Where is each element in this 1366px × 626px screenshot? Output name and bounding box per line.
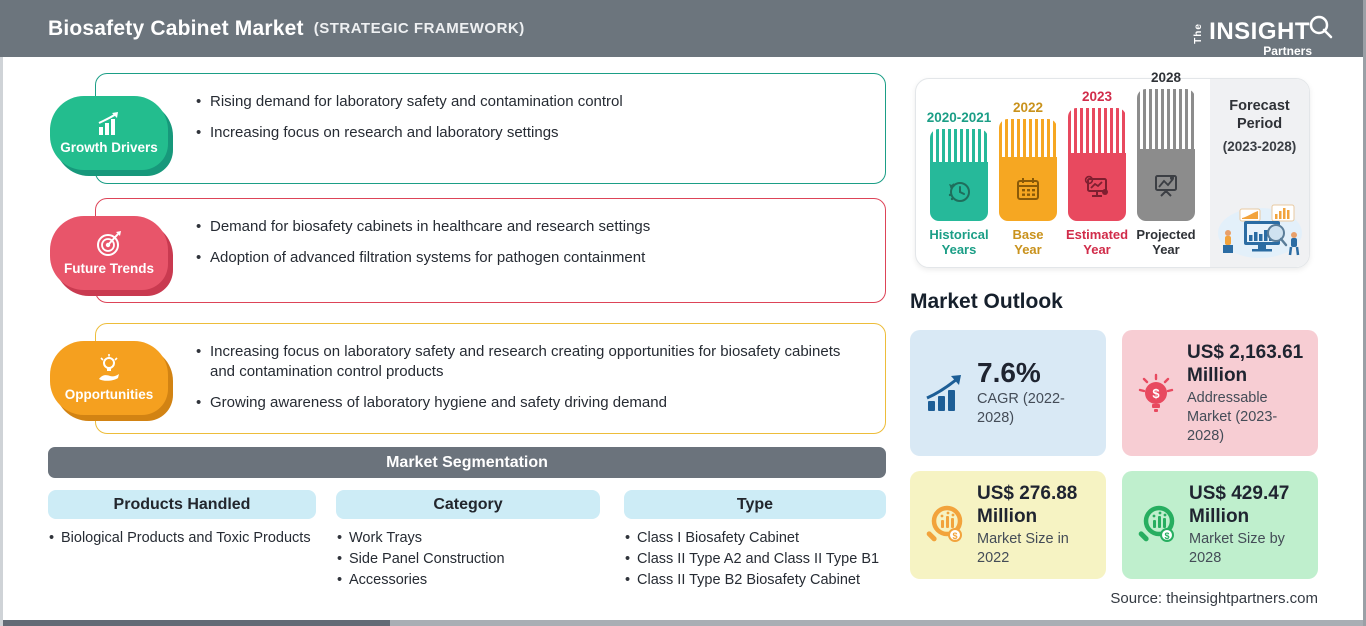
bullet-item: Increasing focus on laboratory safety an…	[196, 342, 861, 382]
bottom-border	[0, 620, 1366, 626]
future-trends-badge: Future Trends	[50, 216, 168, 290]
badge-label: Growth Drivers	[60, 140, 158, 155]
future-trends-box: Demand for biosafety cabinets in healthc…	[95, 198, 886, 303]
bullet-item: Demand for biosafety cabinets in healthc…	[196, 217, 861, 237]
cagr-value: 7.6%	[977, 357, 1041, 388]
page-subtitle: (STRATEGIC FRAMEWORK)	[313, 20, 525, 37]
bar-name-label: Estimated Year	[1065, 227, 1129, 257]
segmentation-column-type: Type Class I Biosafety Cabinet Class II …	[624, 490, 886, 591]
list-item: Biological Products and Toxic Products	[48, 528, 316, 549]
bar-year-label: 2023	[1081, 89, 1113, 104]
magnifier-chart-green-icon: $	[1134, 502, 1180, 548]
bullet-item: Rising demand for laboratory safety and …	[196, 92, 861, 112]
segmentation-column-category: Category Work Trays Side Panel Construct…	[336, 490, 600, 591]
timeline-bar-historical: 2020-2021 Historical Years	[926, 110, 992, 259]
timeline-bar-base: 2022 Base Year	[998, 100, 1058, 259]
svg-text:$: $	[1164, 531, 1169, 541]
header-bar: Biosafety Cabinet Market (STRATEGIC FRAM…	[0, 0, 1366, 58]
bullet-item: Increasing focus on research and laborat…	[196, 123, 861, 143]
list-item: Work Trays	[336, 528, 600, 549]
svg-text:$: $	[1152, 386, 1160, 401]
page-title: Biosafety Cabinet Market	[48, 16, 304, 40]
analytics-illustration	[1214, 197, 1306, 259]
timeline-bar-estimated: 2023 Estimated Year	[1065, 89, 1129, 259]
market-size-2028-card: $ US$ 429.47 Million Market Size by 2028	[1122, 471, 1318, 579]
forecast-range: (2023-2028)	[1222, 139, 1297, 154]
size-2028-value: US$ 429.47 Million	[1189, 483, 1290, 527]
bar-name-label: Base Year	[1012, 227, 1044, 257]
column-header: Products Handled	[48, 490, 316, 519]
bulb-hand-icon	[94, 354, 124, 384]
column-header: Type	[624, 490, 886, 519]
opportunities-badge: Opportunities	[50, 341, 168, 415]
opportunities-box: Increasing focus on laboratory safety an…	[95, 323, 886, 434]
cagr-growth-icon	[922, 371, 968, 415]
badge-label: Opportunities	[64, 387, 154, 402]
segmentation-column-products-handled: Products Handled Biological Products and…	[48, 490, 316, 591]
brand-logo: The INSIGHT Partners	[1188, 14, 1336, 58]
left-border	[0, 57, 3, 626]
bulb-dollar-icon: $	[1134, 369, 1178, 417]
growth-drivers-box: Rising demand for laboratory safety and …	[95, 73, 886, 184]
bar-name-label: Projected Year	[1136, 227, 1196, 257]
cagr-card: 7.6% CAGR (2022-2028)	[910, 330, 1106, 456]
size-2022-desc: Market Size in 2022	[977, 531, 1069, 566]
logo-the: The	[1193, 22, 1205, 44]
growth-chart-icon	[94, 111, 124, 137]
segmentation-columns: Products Handled Biological Products and…	[48, 490, 886, 591]
estimate-monitor-icon	[1082, 173, 1112, 201]
bullet-item: Growing awareness of laboratory hygiene …	[196, 393, 861, 413]
list-item: Side Panel Construction	[336, 549, 600, 570]
addressable-desc: Addressable Market (2023-2028)	[1187, 389, 1278, 444]
calendar-icon	[1014, 175, 1042, 203]
segmentation-title-bar: Market Segmentation	[48, 447, 886, 478]
bar-name-label: Historical Years	[929, 227, 989, 257]
logo-insight: INSIGHT	[1209, 17, 1310, 45]
addressable-value: US$ 2,163.61 Million	[1187, 341, 1304, 386]
list-item: Accessories	[336, 570, 600, 591]
forecast-period-panel: Forecast Period (2023-2028)	[1210, 79, 1309, 267]
badge-label: Future Trends	[63, 261, 154, 276]
bullet-item: Adoption of advanced filtration systems …	[196, 248, 861, 268]
timeline-panel: 2020-2021 Historical Years 2022 Base Yea…	[915, 70, 1310, 268]
column-header: Category	[336, 490, 600, 519]
market-outlook-title: Market Outlook	[910, 290, 1063, 313]
list-item: Class II Type B2 Biosafety Cabinet	[624, 570, 886, 591]
addressable-market-card: $ US$ 2,163.61 Million Addressable Marke…	[1122, 330, 1318, 456]
forecast-title: Forecast Period	[1229, 98, 1290, 132]
bar-year-label: 2022	[1012, 100, 1044, 115]
bar-year-label: 2028	[1150, 70, 1182, 85]
logo-partners: Partners	[1263, 43, 1312, 58]
cagr-desc: CAGR (2022-2028)	[977, 391, 1065, 426]
market-size-2022-card: $ US$ 276.88 Million Market Size in 2022	[910, 471, 1106, 579]
magnifier-icon	[1308, 14, 1334, 40]
list-item: Class II Type A2 and Class II Type B1	[624, 549, 886, 570]
size-2022-value: US$ 276.88 Million	[977, 483, 1078, 527]
svg-text:$: $	[952, 531, 957, 541]
timeline-bars: 2020-2021 Historical Years 2022 Base Yea…	[916, 70, 1202, 267]
magnifier-chart-orange-icon: $	[922, 502, 968, 548]
segmentation-title: Market Segmentation	[386, 453, 548, 471]
target-dart-icon	[95, 230, 123, 258]
outlook-cards: 7.6% CAGR (2022-2028) $ US$ 2,163.61 Mil…	[910, 330, 1318, 579]
projection-screen-icon	[1151, 171, 1181, 199]
list-item: Class I Biosafety Cabinet	[624, 528, 886, 549]
history-clock-icon	[944, 177, 974, 207]
right-border	[1363, 0, 1366, 626]
growth-drivers-badge: Growth Drivers	[50, 96, 168, 170]
size-2028-desc: Market Size by 2028	[1189, 531, 1285, 566]
bar-year-label: 2020-2021	[926, 110, 992, 125]
source-attribution: Source: theinsightpartners.com	[1110, 590, 1318, 607]
timeline-bar-projected: 2028 Projected Year	[1136, 70, 1196, 259]
